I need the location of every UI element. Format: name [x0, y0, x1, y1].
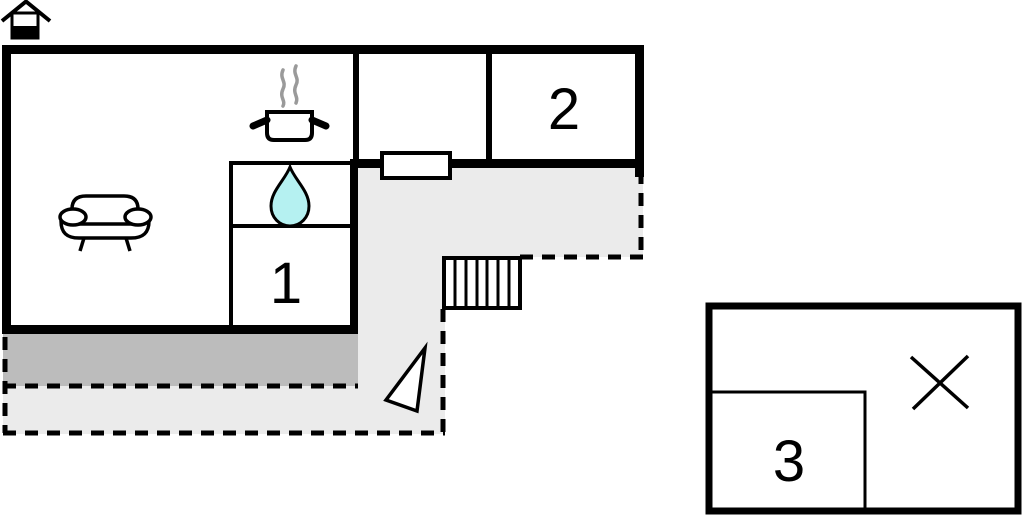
window-icon: [380, 151, 452, 180]
annex-building: [705, 302, 1022, 515]
room-2-label: 2: [547, 77, 581, 142]
terrace-light-area: [3, 162, 643, 434]
stairs-icon: [442, 256, 522, 310]
water-drop-icon: [269, 162, 311, 228]
terrace-dashed-boundary: [2, 171, 644, 436]
steam-line: [279, 68, 286, 108]
room-1-label: 1: [269, 251, 303, 316]
cross-mark-icon: [909, 354, 970, 411]
room-3-label: 3: [772, 429, 806, 494]
steam-line: [292, 64, 299, 105]
terrace-dark-strip: [3, 334, 358, 386]
annex-room-partition: [708, 390, 867, 511]
house-entrance-icon: [0, 0, 52, 40]
direction-arrow-icon: [383, 341, 428, 414]
sofa-icon: [58, 194, 153, 252]
main-building-walls: [2, 45, 644, 334]
terrace-area: [3, 162, 643, 434]
cooking-pot-icon: [249, 64, 330, 142]
